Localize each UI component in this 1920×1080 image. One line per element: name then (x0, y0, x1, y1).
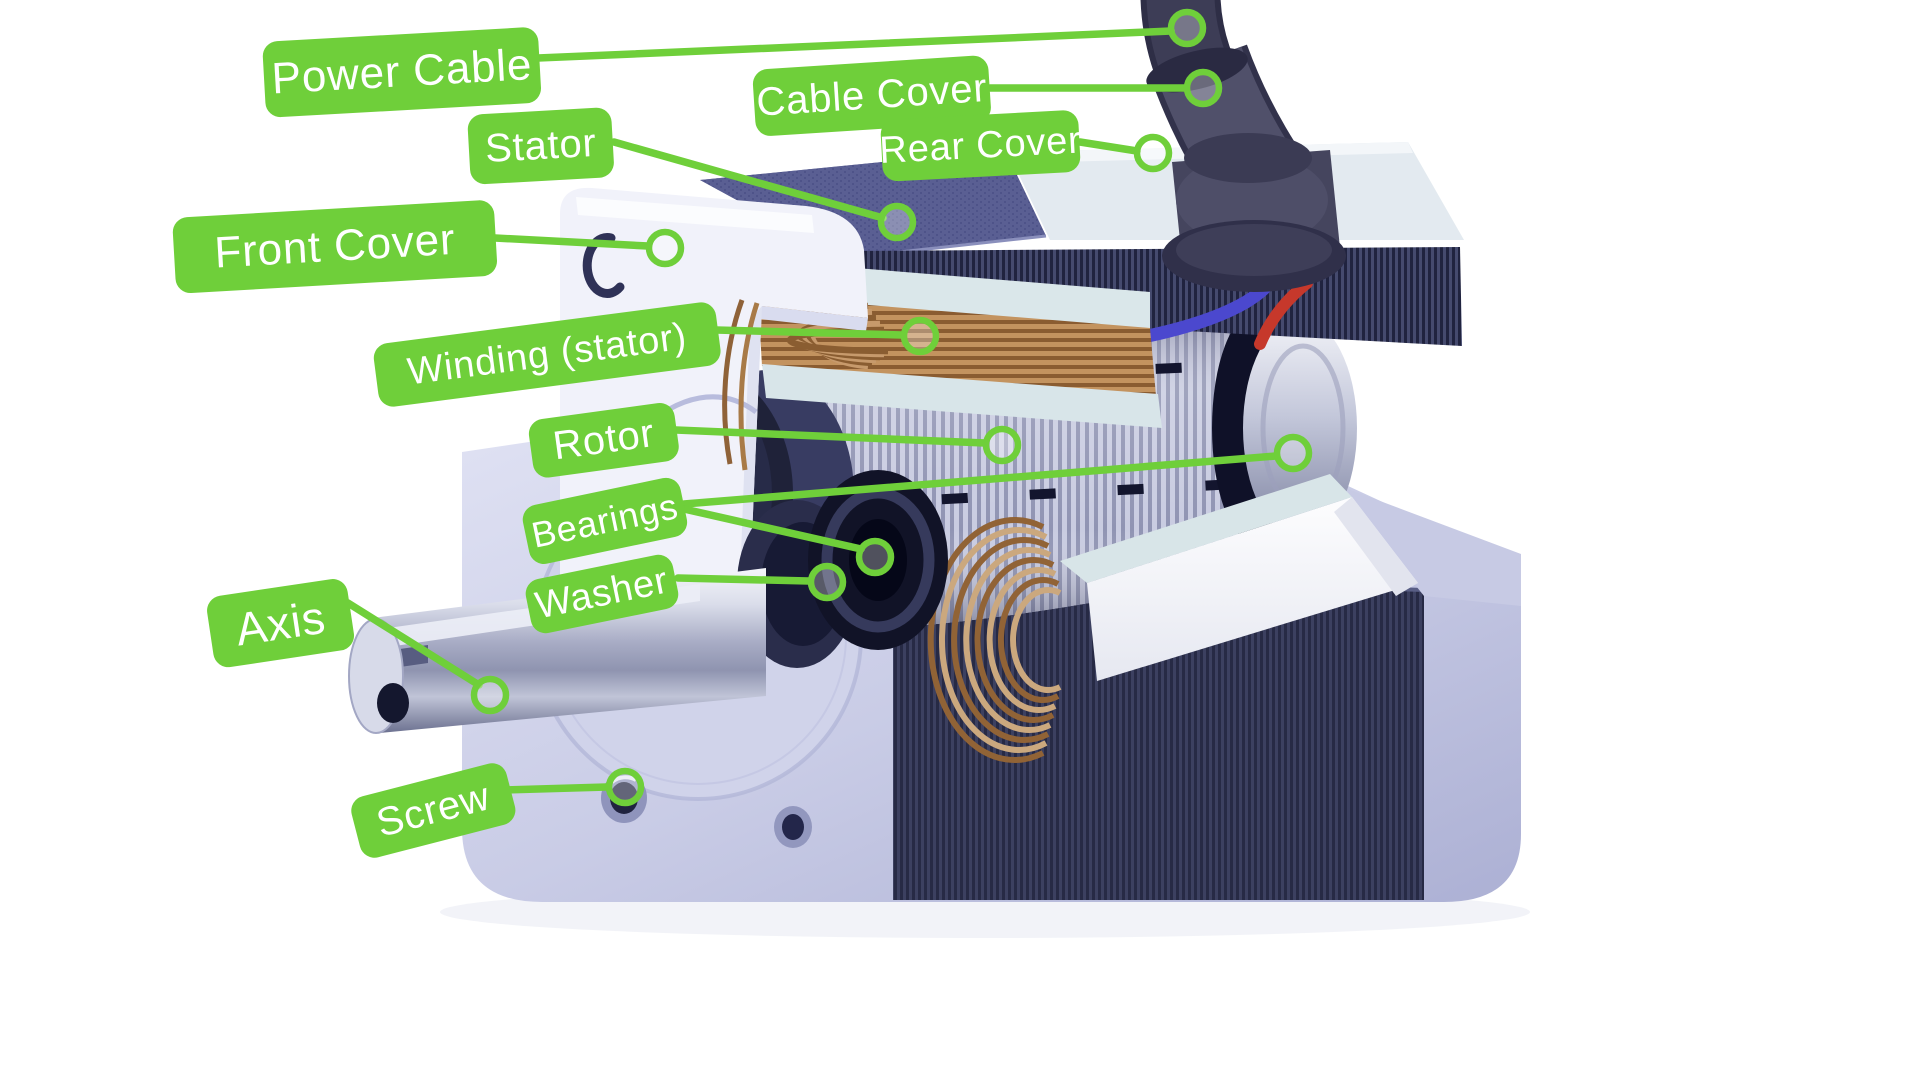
marker-front-cover (645, 228, 685, 268)
stator-winding-lower (927, 517, 1062, 763)
marker-bearing-rear (1273, 433, 1313, 473)
marker-cable-cover (1183, 68, 1223, 108)
label-stator: Stator (467, 106, 615, 185)
leader-bearing-rear (680, 452, 1280, 508)
label-rear-cover: Rear Cover (878, 109, 1083, 182)
winding-lead-wire (738, 302, 760, 471)
leader-bearing-front (680, 505, 865, 553)
bobbin-plate (1087, 497, 1418, 681)
bearing-front (808, 470, 948, 650)
marker-bearing-front (855, 537, 895, 577)
bobbin-flange-lower (762, 364, 1162, 428)
marker-rings (470, 8, 1313, 807)
marker-screw (605, 767, 645, 807)
marker-winding (900, 316, 940, 356)
casing-rim (1340, 486, 1521, 606)
leader-winding (712, 326, 906, 339)
leader-rotor (672, 426, 989, 447)
winding-lead-wire (722, 299, 745, 465)
screw-hole-bottom (774, 806, 812, 848)
shaft-end-hole (377, 683, 409, 723)
leader-lines (344, 27, 1280, 794)
marker-axis (470, 675, 510, 715)
bobbin-plate-edge (1334, 497, 1418, 596)
leader-power-cable (534, 27, 1175, 62)
front-cover-screw-hole (582, 233, 625, 298)
leader-stator (610, 138, 887, 222)
bobbin-mint-band (1060, 474, 1352, 583)
leader-washer (674, 574, 813, 585)
leader-rear-cover (1076, 138, 1141, 155)
red-wire (1254, 277, 1313, 350)
leader-front-cover (491, 234, 652, 250)
marker-stator (877, 202, 917, 242)
marker-power-cable (1167, 8, 1207, 48)
marker-rotor (982, 425, 1022, 465)
label-power-cable: Power Cable (262, 26, 542, 118)
leader-axis (344, 599, 483, 689)
leader-screw (501, 783, 611, 794)
marker-washer (807, 562, 847, 602)
marker-rear-cover (1133, 133, 1173, 173)
